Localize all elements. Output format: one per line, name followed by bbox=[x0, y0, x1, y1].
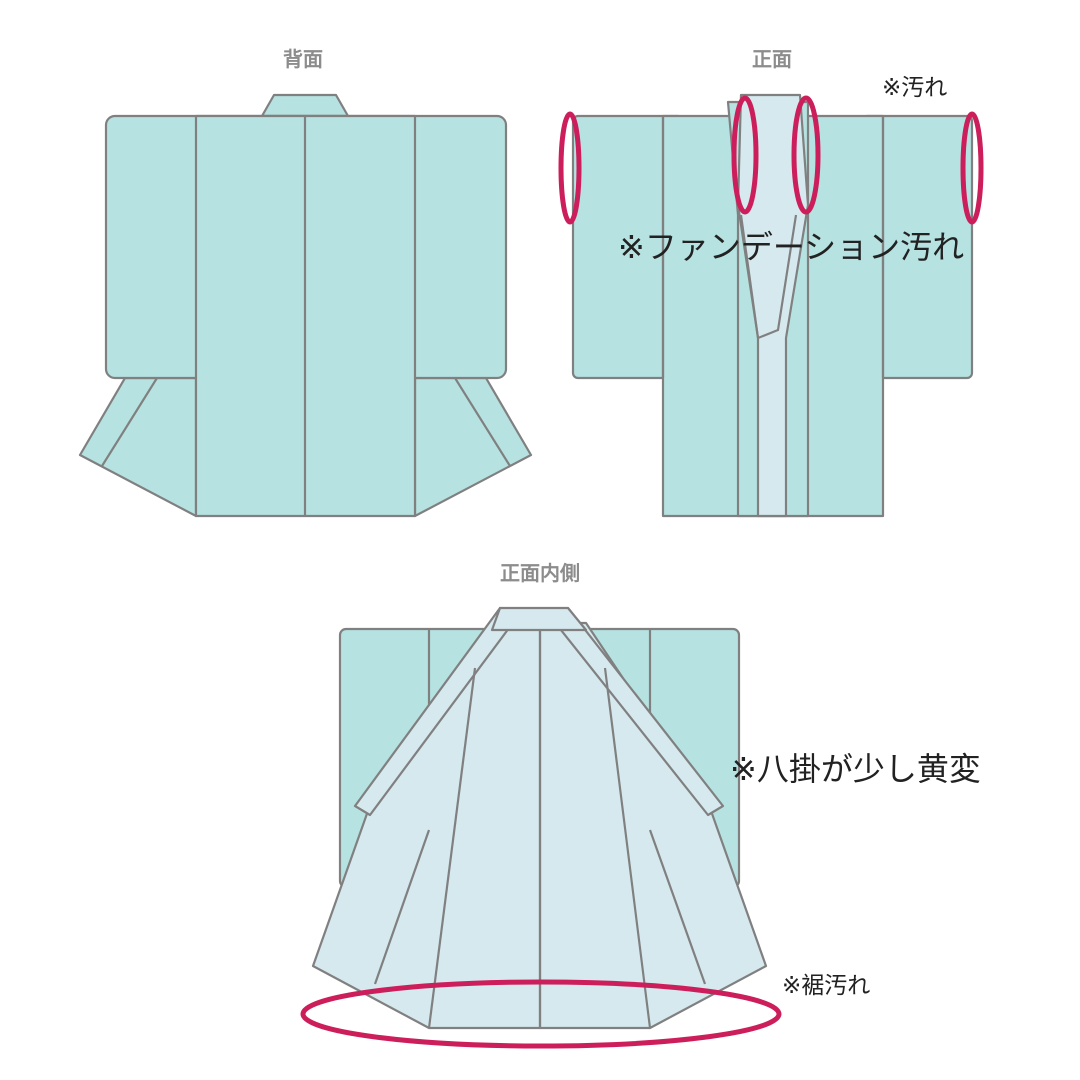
back-view-kimono bbox=[78, 93, 533, 518]
stain-marker-right-collar bbox=[791, 95, 821, 215]
stain-note: ※汚れ bbox=[882, 75, 947, 101]
inside-right-gore-seam bbox=[648, 829, 707, 985]
front-collar-left-edge bbox=[739, 214, 798, 340]
front-inside-view-label: 正面内側 bbox=[500, 561, 580, 585]
back-collar bbox=[260, 93, 350, 118]
back-right-gore-seam bbox=[454, 377, 511, 467]
back-view-label: 背面 bbox=[283, 47, 323, 71]
back-left-gusset bbox=[78, 376, 198, 518]
hem-stain-note: ※裾汚れ bbox=[782, 973, 870, 999]
stain-marker-right-cuff bbox=[960, 111, 984, 225]
inside-right-panel-seam bbox=[603, 667, 652, 1029]
inside-left-gore-seam bbox=[373, 829, 431, 985]
lining-yellowing-note: ※八掛が少し黄変 bbox=[730, 750, 981, 788]
stain-marker-left-cuff bbox=[558, 111, 582, 225]
stain-marker-left-collar bbox=[731, 95, 759, 215]
back-left-gore-seam bbox=[101, 377, 158, 467]
inside-left-panel-seam bbox=[427, 667, 477, 1029]
front-view-kimono bbox=[571, 93, 974, 518]
foundation-stain-note: ※ファンデーション汚れ bbox=[618, 228, 964, 266]
back-right-gusset bbox=[413, 376, 533, 518]
front-view-label: 正面 bbox=[752, 47, 792, 71]
inside-neck-yoke bbox=[490, 606, 588, 632]
stain-marker-hem bbox=[300, 979, 782, 1049]
front-inside-kimono bbox=[311, 606, 768, 1030]
